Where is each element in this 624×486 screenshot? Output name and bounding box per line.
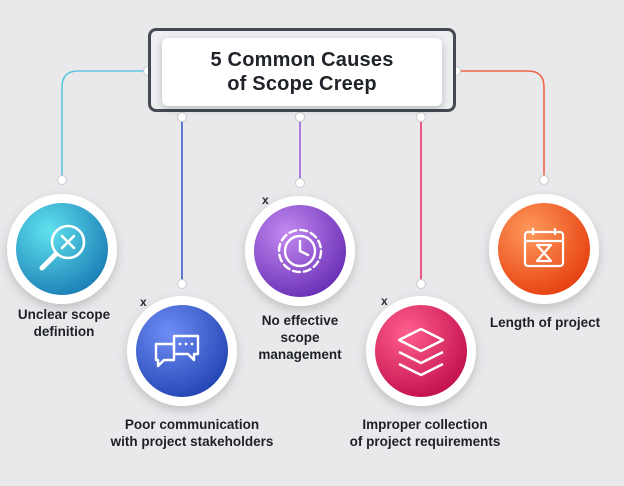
cause-length-of-project-badge [489, 194, 599, 304]
x-mark-improper-collection: x [381, 294, 388, 308]
connector-lines [61, 70, 545, 282]
label-improper-collection: Improper collection of project requireme… [349, 417, 501, 449]
x-mark-poor-communication: x [140, 295, 147, 309]
label-length-of-project: Length of project [489, 315, 601, 330]
layers-icon [397, 327, 445, 377]
title-line-2: of Scope Creep [227, 73, 377, 95]
gear-clock-icon [277, 228, 323, 274]
magnifier-x-icon [39, 224, 86, 271]
label-poor-communication: Poor communication with project stakehol… [110, 417, 274, 449]
title-line-1: 5 Common Causes [210, 49, 394, 71]
label-unclear-scope: Unclear scope definition [17, 307, 111, 339]
x-mark-no-effective-scope: x [262, 193, 269, 207]
label-no-effective-scope: No effective scope management [258, 313, 342, 362]
page-title: 5 Common Causes of Scope Creep [162, 38, 442, 106]
chat-bubbles-icon [154, 334, 200, 368]
connector-unclear-scope [61, 70, 148, 178]
connector-length-of-project [456, 70, 545, 178]
cause-poor-communication-badge [127, 296, 237, 406]
calendar-hourglass-icon [523, 228, 565, 268]
